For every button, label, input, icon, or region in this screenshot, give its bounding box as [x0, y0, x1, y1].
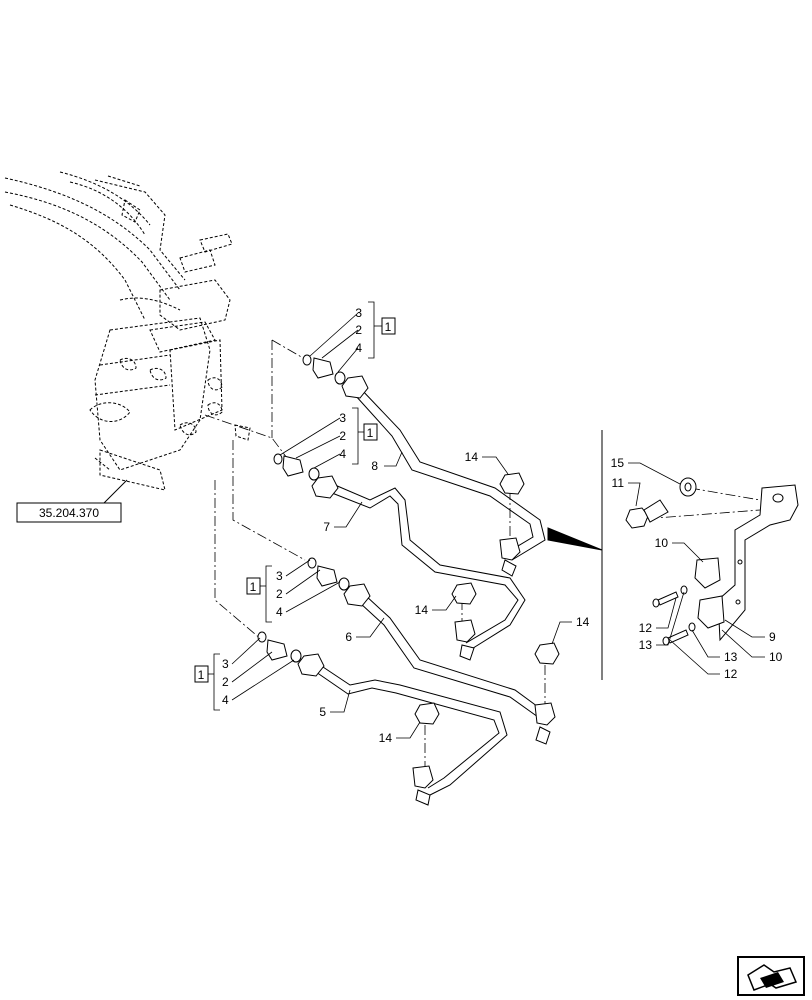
- callout-2-b: 2: [339, 429, 346, 443]
- callout-13-b: 13: [724, 650, 738, 664]
- callout-14-b: 14: [415, 603, 429, 617]
- pipe-5: [315, 664, 508, 796]
- callout-12-a: 12: [639, 621, 653, 635]
- callout-13-a: 13: [639, 638, 653, 652]
- reference-label: 35.204.370: [39, 506, 99, 520]
- centerlines: [204, 339, 761, 770]
- callout-9: 9: [769, 630, 776, 644]
- callout-numbers: 3 2 4 3 2 4 3 2 4 3 2 4 8 7 6 5 14 14 14…: [222, 306, 783, 745]
- pipe-7: [331, 484, 526, 651]
- kit-box-label-a: 1: [385, 320, 392, 334]
- pipe-8: [354, 387, 546, 561]
- washer-15: [679, 477, 697, 497]
- callout-3-a: 3: [355, 306, 362, 320]
- callout-14-d: 14: [379, 731, 393, 745]
- callout-2-c: 2: [276, 587, 283, 601]
- pipe-end-fittings: [297, 375, 556, 806]
- callout-7: 7: [323, 520, 330, 534]
- kit-boxes: 1 1 1 1: [194, 317, 396, 683]
- callout-4-b: 4: [339, 447, 346, 461]
- screws-12-washers-13: [652, 585, 696, 646]
- kit-box-label-b: 1: [367, 426, 374, 440]
- callout-11: 11: [612, 476, 625, 490]
- callout-3-d: 3: [222, 657, 229, 671]
- callout-4-d: 4: [222, 693, 229, 707]
- callout-3-c: 3: [276, 569, 283, 583]
- callout-3-b: 3: [339, 411, 346, 425]
- separator-bracket: [547, 430, 603, 680]
- kit-box-label-c: 1: [250, 580, 257, 594]
- callouts: [208, 301, 765, 739]
- clips-10: [694, 557, 725, 629]
- mounting-bracket-9: [717, 484, 799, 642]
- adapters-and-o-rings: [257, 354, 350, 663]
- callout-12-b: 12: [724, 667, 738, 681]
- bolt-11: [625, 499, 669, 529]
- callout-14-c: 14: [576, 615, 590, 629]
- next-page-arrow-icon[interactable]: [737, 956, 805, 996]
- callout-4-a: 4: [355, 341, 362, 355]
- control-valve-assembly: [4, 171, 251, 491]
- callout-6: 6: [345, 630, 352, 644]
- pipe-6: [359, 594, 546, 718]
- callout-5: 5: [319, 705, 326, 719]
- callout-10-b: 10: [769, 650, 783, 664]
- callout-14-a: 14: [465, 450, 479, 464]
- loose-nuts-14: [414, 472, 560, 725]
- callout-2-a: 2: [355, 323, 362, 337]
- callout-4-c: 4: [276, 605, 283, 619]
- callout-2-d: 2: [222, 675, 229, 689]
- kit-box-label-d: 1: [198, 668, 205, 682]
- reference-box[interactable]: 35.204.370: [16, 479, 128, 523]
- callout-15: 15: [611, 456, 625, 470]
- callout-10-a: 10: [655, 536, 669, 550]
- callout-8: 8: [371, 459, 378, 473]
